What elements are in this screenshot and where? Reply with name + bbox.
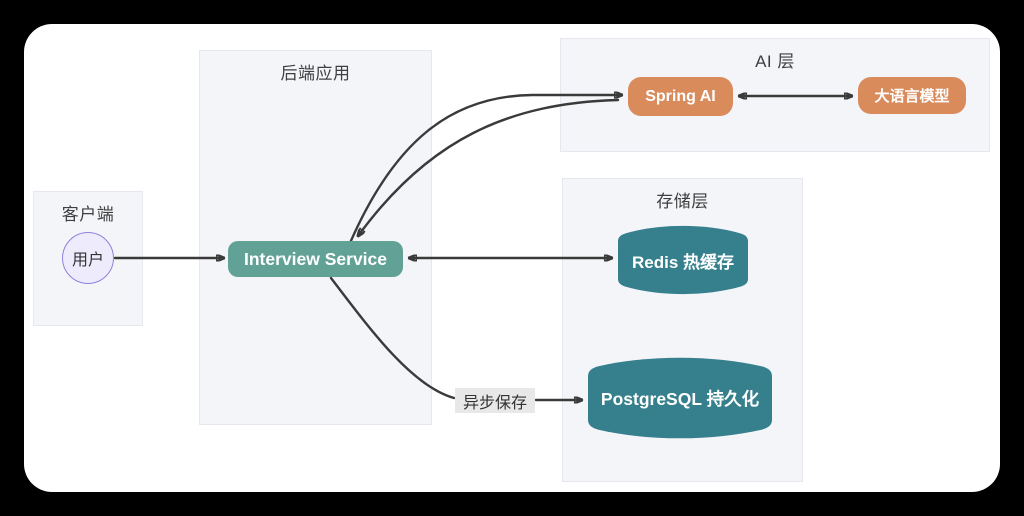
node-postgres-label: PostgreSQL 持久化 xyxy=(600,388,760,409)
group-client-title: 客户端 xyxy=(61,205,115,224)
node-interview-service-label: Interview Service xyxy=(244,248,387,269)
group-storage-layer-title: 存储层 xyxy=(656,192,709,211)
edge-label-async-save: 异步保存 xyxy=(455,388,535,413)
node-user-label: 用户 xyxy=(71,252,104,269)
node-llm-label: 大语言模型 xyxy=(874,88,950,105)
node-redis: Redis 热缓存 xyxy=(618,222,748,298)
node-spring-ai: Spring AI xyxy=(628,77,733,116)
group-backend-title: 后端应用 xyxy=(280,64,351,83)
node-llm: 大语言模型 xyxy=(858,77,966,114)
database-cylinder-icon xyxy=(588,357,772,439)
node-user: 用户 xyxy=(62,232,114,284)
group-ai-layer-title: AI 层 xyxy=(755,52,795,71)
node-postgres: PostgreSQL 持久化 xyxy=(588,353,772,443)
node-interview-service: Interview Service xyxy=(228,241,403,277)
node-redis-label: Redis 热缓存 xyxy=(631,252,735,272)
group-backend: 后端应用 xyxy=(199,50,432,425)
node-spring-ai-label: Spring AI xyxy=(645,87,716,105)
database-cylinder-icon xyxy=(618,225,748,295)
